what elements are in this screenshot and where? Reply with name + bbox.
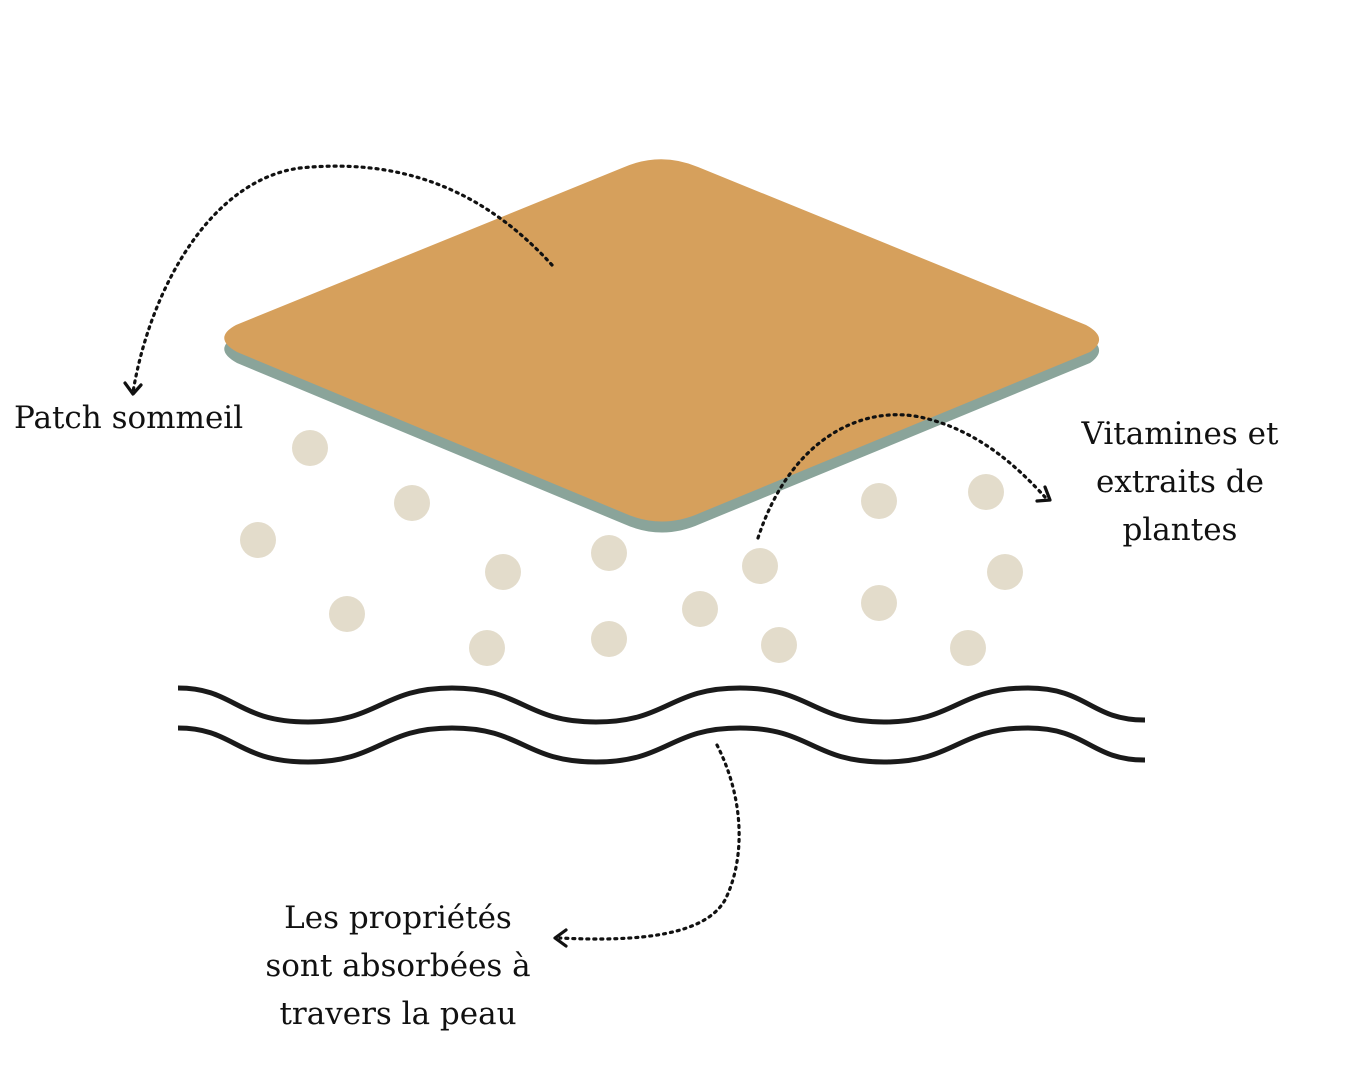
skin-absorption-label: Les propriétés sont absorbées à travers … <box>238 894 558 1038</box>
arrowhead-vitamins <box>1035 485 1052 503</box>
skin-label-line: Les propriétés <box>284 900 512 936</box>
skin-label-line: sont absorbées à <box>265 948 531 984</box>
vitamins-label-line: plantes <box>1122 512 1238 548</box>
particle <box>469 630 505 666</box>
arrow-to-patch-label <box>131 164 554 394</box>
particle <box>742 548 778 584</box>
particle <box>240 522 276 558</box>
skin-layer <box>177 685 1146 765</box>
particle <box>591 621 627 657</box>
particle <box>861 483 897 519</box>
arrow-to-vitamins-label <box>756 413 1047 540</box>
particle <box>591 535 627 571</box>
particle <box>761 627 797 663</box>
particle <box>292 430 328 466</box>
arrow-to-skin-label <box>558 743 741 941</box>
particles <box>240 430 1023 666</box>
particle <box>861 585 897 621</box>
patch-label: Patch sommeil <box>14 400 244 436</box>
vitamins-label-line: Vitamines et <box>1081 416 1279 452</box>
skin-wave-upper <box>177 685 1146 725</box>
particle <box>968 474 1004 510</box>
particle <box>394 485 430 521</box>
skin-wave-lower <box>177 725 1146 765</box>
particle <box>987 554 1023 590</box>
particle <box>682 591 718 627</box>
patch-top <box>224 159 1100 522</box>
particle <box>950 630 986 666</box>
arrowhead-skin <box>553 928 568 948</box>
skin-label-line: travers la peau <box>279 996 517 1032</box>
particle <box>329 596 365 632</box>
vitamins-label-line: extraits de <box>1096 464 1264 500</box>
particle <box>485 554 521 590</box>
arrowhead-patch <box>123 381 143 396</box>
vitamins-label: Vitamines et extraits de plantes <box>1050 410 1310 554</box>
